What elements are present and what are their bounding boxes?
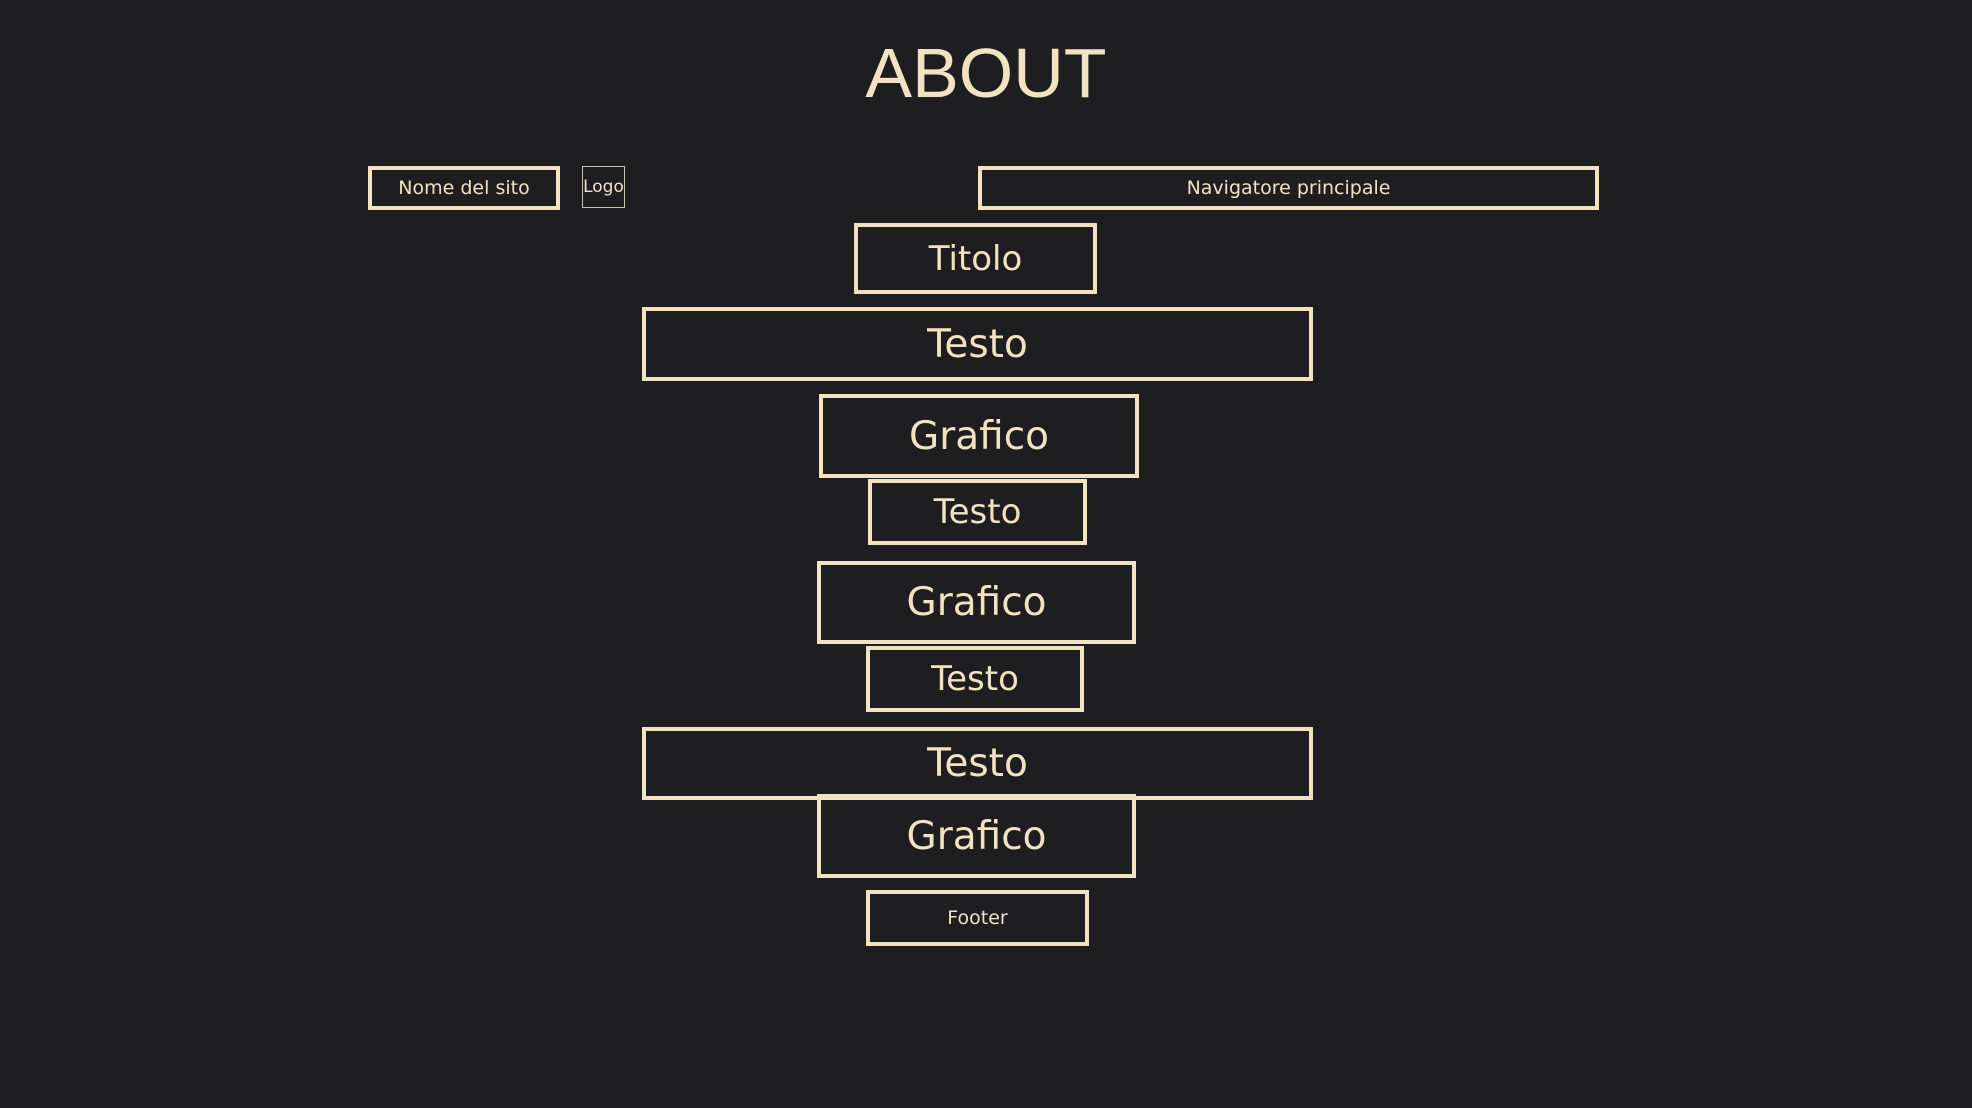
text-block-2: Testo (868, 479, 1087, 545)
text-block-3: Testo (866, 646, 1084, 712)
main-nav-block: Navigatore principale (978, 166, 1599, 210)
graphic-block-2: Grafico (817, 561, 1136, 644)
page-title: ABOUT (865, 34, 1107, 112)
title-block: Titolo (854, 223, 1097, 294)
graphic-block-1: Grafico (819, 394, 1139, 478)
graphic-block-3: Grafico (817, 794, 1136, 878)
text-block-1: Testo (642, 307, 1313, 381)
footer-block: Footer (866, 890, 1089, 946)
text-block-4: Testo (642, 727, 1313, 800)
site-name-block: Nome del sito (368, 166, 560, 210)
logo-block: Logo (582, 166, 625, 208)
